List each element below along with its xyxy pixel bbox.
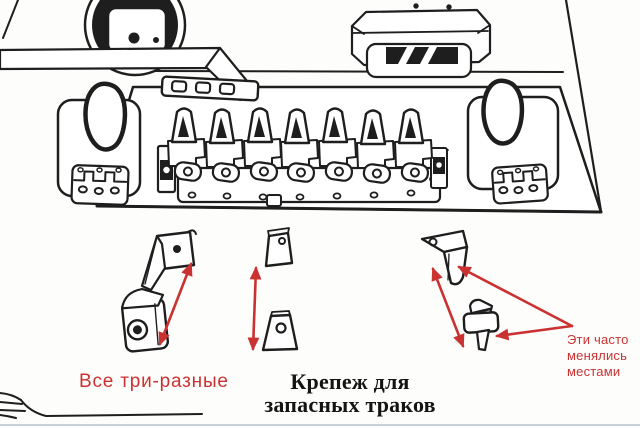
spare-track-wedge-large (261, 310, 299, 352)
label-often-swapped-line1: Эти часто (567, 332, 629, 347)
right-tow-hook (466, 78, 560, 205)
left-shackle-bracket (70, 164, 130, 206)
arrow-left-pair (158, 262, 193, 346)
spare-track-wedge-small (264, 227, 294, 268)
left-tow-hook (56, 81, 142, 206)
pointer-line-bottom (494, 324, 574, 341)
spare-track-clamp-b (120, 287, 170, 353)
convoy-light (350, 3, 492, 79)
label-often-swapped-line3: местами (567, 364, 621, 379)
left-fender-bracket (0, 46, 260, 102)
spare-track-links (156, 107, 449, 207)
annotation-arrows (158, 262, 574, 352)
arrow-right-pair (431, 267, 465, 348)
label-all-three-different: Все три-разные (79, 371, 229, 392)
label-often-swapped-line2: менялись (567, 348, 628, 363)
arrow-middle-pair (247, 265, 262, 352)
pointer-line-top (457, 265, 574, 328)
spare-track-bracket-c (420, 229, 469, 286)
right-shackle-bracket (491, 163, 549, 205)
spare-track-bracket-a (140, 229, 197, 292)
caption-title-line2: запасных траков (264, 391, 436, 417)
caption-title-line1: Крепеж для (290, 369, 410, 394)
label-often-swapped: Эти часто менялись местами (567, 332, 629, 380)
spare-track-hook-d (462, 298, 500, 352)
caption-title: Крепеж для запасных траков (230, 369, 470, 417)
cropped-sketch-fragment (0, 392, 203, 419)
